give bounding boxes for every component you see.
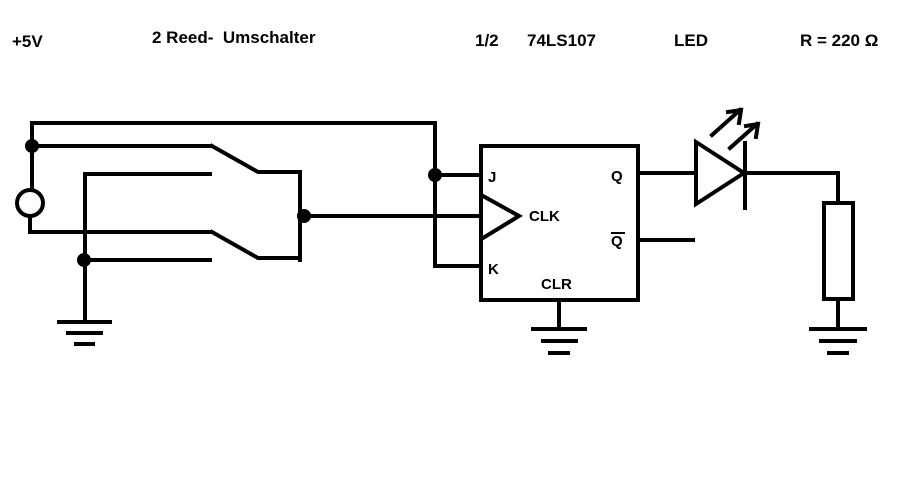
ic-part-label: 74LS107	[527, 31, 596, 50]
junction-dot	[25, 139, 39, 153]
ground-icon	[809, 327, 867, 355]
pin-j-label: J	[488, 169, 497, 186]
pin-qbar-label: Q	[611, 233, 623, 250]
junction-dot	[77, 253, 91, 267]
supply-voltage-label: +5V	[12, 32, 43, 51]
ac-source-icon	[15, 180, 212, 234]
ground-icon	[57, 320, 112, 346]
ground-icon	[531, 327, 587, 355]
led-icon	[694, 107, 761, 210]
junction-dot	[297, 209, 311, 223]
led-resistor-wire	[744, 171, 840, 205]
ic-fraction-label: 1/2	[475, 31, 499, 50]
led-label: LED	[674, 31, 708, 50]
reed-switches-label: 2 Reed- Umschalter	[152, 28, 316, 47]
junction-dot	[428, 168, 442, 182]
resistor-value-label: R = 220 Ω	[800, 31, 879, 50]
resistor-icon	[822, 201, 855, 330]
qbar-overline	[611, 232, 625, 234]
reed-switch-icon	[82, 229, 302, 262]
pin-q-label: Q	[611, 168, 623, 185]
pin-k-label: K	[488, 261, 499, 278]
jk-wire	[433, 173, 482, 268]
pin-clr-label: CLR	[541, 276, 572, 293]
reed-switch-icon	[30, 143, 302, 262]
pin-clk-label: CLK	[529, 208, 560, 225]
